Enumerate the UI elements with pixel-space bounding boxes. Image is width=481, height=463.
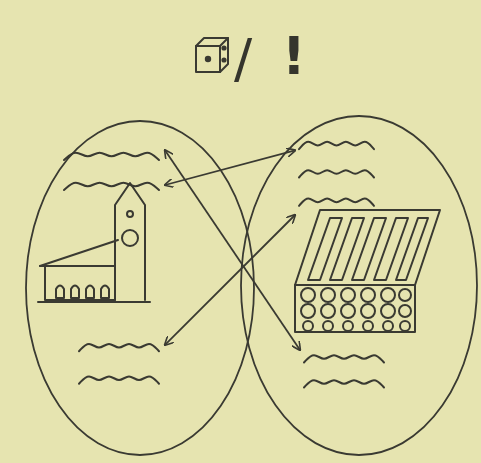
text-scribble xyxy=(60,140,165,200)
exclamation-mark: ! xyxy=(282,30,306,82)
oval-outline xyxy=(25,120,255,456)
oval-outline xyxy=(240,115,478,456)
scribble-lines xyxy=(300,345,390,395)
scribble-lines xyxy=(60,140,165,200)
left-oval xyxy=(25,120,255,456)
scribble-lines xyxy=(295,130,380,215)
wavy-line xyxy=(299,170,374,177)
text-scribble xyxy=(75,330,165,395)
wavy-line xyxy=(299,142,374,149)
wavy-line xyxy=(79,376,159,383)
wavy-line xyxy=(304,355,384,362)
wavy-line xyxy=(304,380,384,387)
wavy-line xyxy=(64,183,159,190)
oval-outline xyxy=(26,121,254,455)
text-scribble xyxy=(300,345,390,395)
wavy-line xyxy=(64,153,159,160)
solar-building-drawing xyxy=(295,210,440,332)
double-arrow xyxy=(165,150,300,350)
double-arrow xyxy=(165,150,295,185)
wavy-line xyxy=(79,344,159,351)
die-icon xyxy=(196,38,228,72)
slash-mark: / xyxy=(234,32,252,86)
scribble-lines xyxy=(75,330,165,395)
oval-outline xyxy=(241,116,477,455)
wavy-line xyxy=(299,199,374,206)
double-arrow xyxy=(165,215,295,345)
right-oval xyxy=(240,115,478,456)
text-scribble xyxy=(295,130,380,215)
church-drawing xyxy=(38,183,150,302)
